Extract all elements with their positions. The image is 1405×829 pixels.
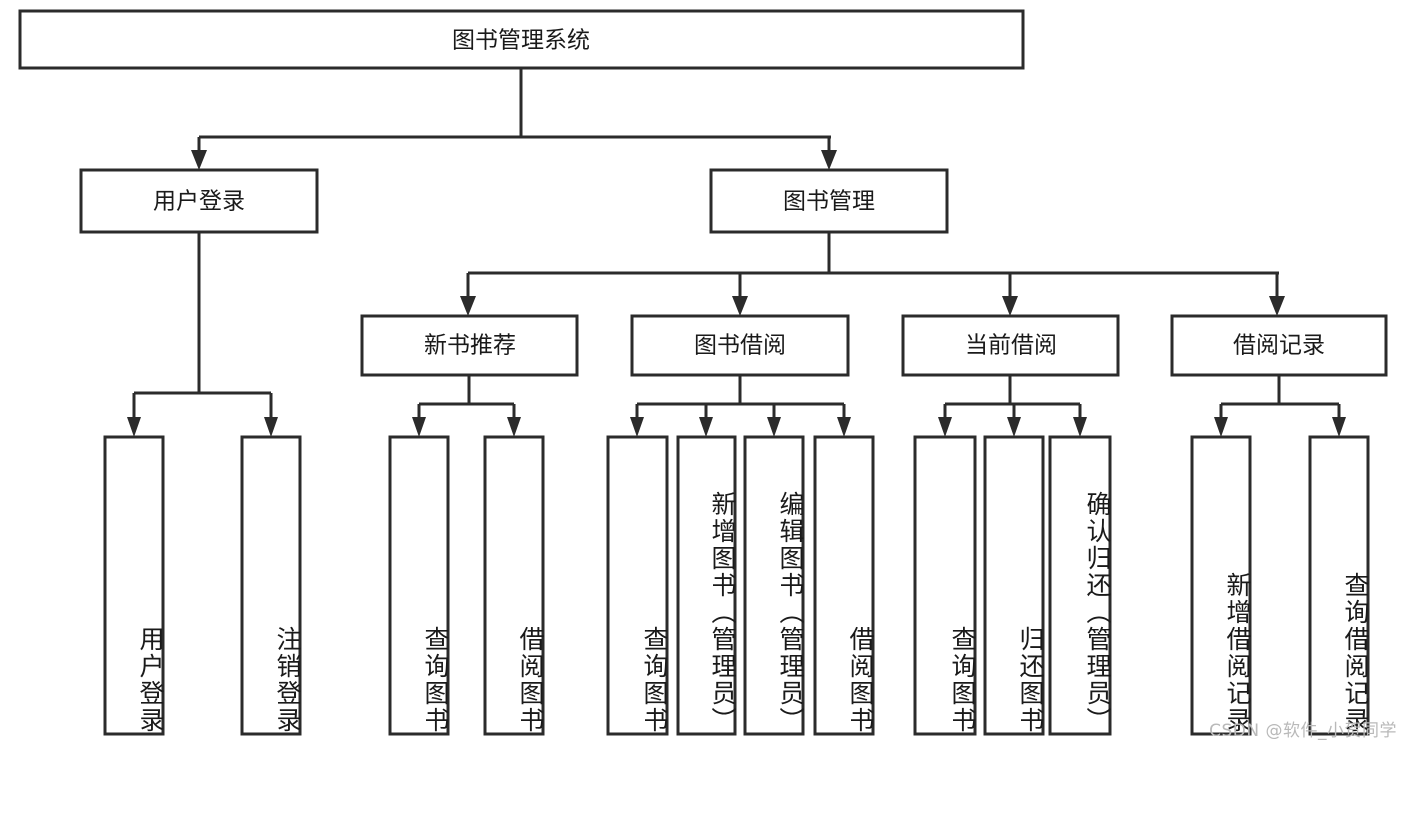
watermark: CSDN @软件_小贺同学 [1209, 721, 1397, 741]
leaf-node[interactable] [743, 435, 805, 736]
node-borrow-record-label: 借阅记录 [1233, 333, 1325, 359]
leaf-node[interactable] [388, 435, 450, 736]
arrowhead-current-borrow [1002, 296, 1018, 316]
arrowhead-nbr-leaf1 [412, 417, 426, 437]
node-user-login[interactable] [79, 168, 319, 234]
leaf-node[interactable] [1048, 435, 1112, 736]
arrowhead-book-borrow [732, 296, 748, 316]
arrowhead-borrow-record [1269, 296, 1285, 316]
leaf-node[interactable] [1308, 435, 1370, 736]
nodes-layer: 图书管理系统 用户登录 图书管理 新书推荐 图书借阅 当前借阅 借阅记录 [18, 9, 1388, 377]
node-book-borrow-label: 图书借阅 [694, 333, 786, 359]
leaf-node[interactable] [1190, 435, 1252, 736]
arrowhead-nbr-leaf2 [507, 417, 521, 437]
node-new-book-rec[interactable] [360, 314, 579, 377]
arrowhead-book-manage [821, 150, 837, 170]
node-book-borrow[interactable] [630, 314, 850, 377]
node-borrow-record[interactable] [1170, 314, 1388, 377]
leaf-node[interactable] [913, 435, 977, 736]
leaf-node[interactable] [983, 435, 1045, 736]
leaf-node[interactable] [103, 435, 165, 736]
arrowhead-bb-leaf4 [837, 417, 851, 437]
node-user-login-label: 用户登录 [153, 189, 245, 215]
flowchart-svg: 图书管理系统 用户登录 图书管理 新书推荐 图书借阅 当前借阅 借阅记录 [18, 9, 1388, 736]
node-book-manage[interactable] [709, 168, 949, 234]
arrowhead-br-leaf1 [1214, 417, 1228, 437]
arrowhead-leaf-logout [264, 417, 278, 437]
leaf-node[interactable] [483, 435, 545, 736]
leaf-node[interactable] [676, 435, 737, 736]
arrowhead-cb-leaf3 [1073, 417, 1087, 437]
arrowhead-bb-leaf3 [767, 417, 781, 437]
leaf-node[interactable] [606, 435, 669, 736]
node-root[interactable] [18, 9, 1025, 70]
arrowhead-leaf-user-login [127, 417, 141, 437]
arrowhead-bb-leaf2 [699, 417, 713, 437]
edges-layer [127, 68, 1346, 437]
leaf-node[interactable] [813, 435, 875, 736]
node-root-label: 图书管理系统 [452, 28, 590, 54]
arrowhead-bb-leaf1 [630, 417, 644, 437]
node-new-book-rec-label: 新书推荐 [424, 333, 516, 359]
leaf-node[interactable] [240, 435, 302, 736]
node-current-borrow[interactable] [901, 314, 1120, 377]
node-current-borrow-label: 当前借阅 [965, 333, 1057, 359]
arrowhead-br-leaf2 [1332, 417, 1346, 437]
arrowhead-cb-leaf2 [1007, 417, 1021, 437]
arrowhead-new-book-rec [460, 296, 476, 316]
flowchart-canvas: 图书管理系统 用户登录 图书管理 新书推荐 图书借阅 当前借阅 借阅记录 用户登… [18, 9, 1397, 741]
leaf-nodes-layer [103, 435, 1370, 736]
arrowhead-cb-leaf1 [938, 417, 952, 437]
arrowhead-user-login [191, 150, 207, 170]
node-book-manage-label: 图书管理 [783, 189, 875, 215]
